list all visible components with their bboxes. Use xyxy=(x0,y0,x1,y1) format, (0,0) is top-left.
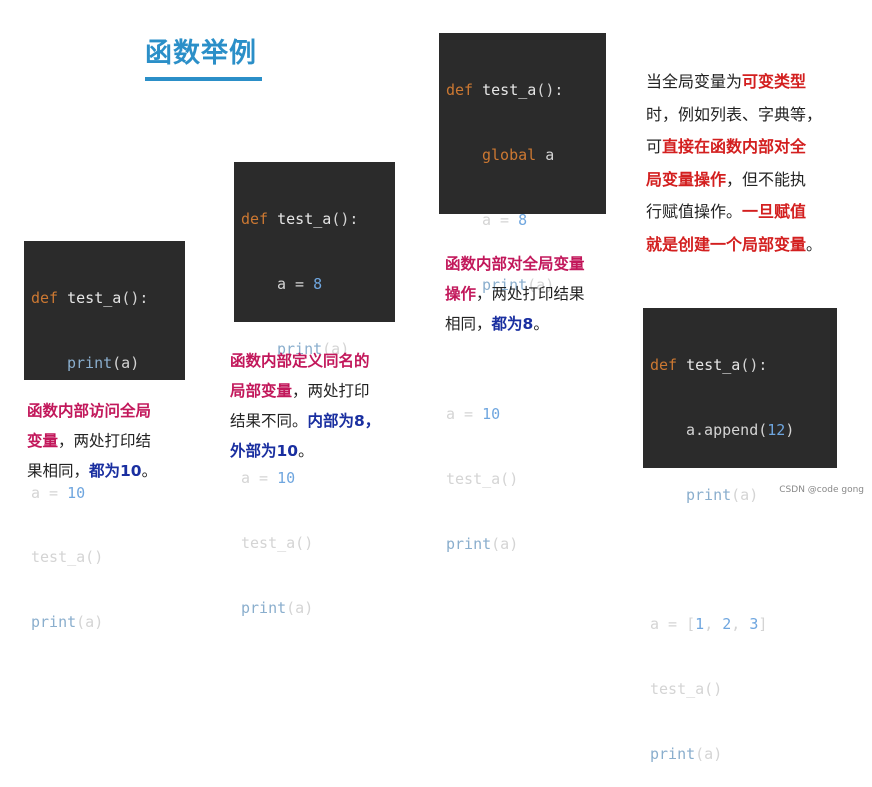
code-line: a = 10 xyxy=(446,405,501,424)
page-title: 函数举例 xyxy=(145,38,257,69)
code-line: test_a() xyxy=(650,680,723,699)
caption-2: 函数内部定义同名的 局部变量，两处打印 结果不同。内部为8， 外部为10。 xyxy=(230,352,381,460)
code-line xyxy=(650,550,830,572)
code-line: global a xyxy=(482,145,555,164)
code-line: print(a) xyxy=(31,613,104,632)
code-block-3: def test_a(): global a a = 8 print(a) a … xyxy=(439,33,606,553)
watermark: CSDN @code gong xyxy=(779,485,864,495)
code-block-2: def test_a(): a = 8 print(a) a = 10 test… xyxy=(234,162,395,617)
code-line: a = 8 xyxy=(277,274,323,293)
caption-3: 函数内部对全局变量 操作，两处打印结果 相同，都为8。 xyxy=(445,255,585,333)
code-line: test_a() xyxy=(446,469,519,488)
code-block-1: def test_a(): print(a) a = 10 test_a() p… xyxy=(24,241,185,631)
code-line: def test_a(): xyxy=(446,81,564,100)
code-line: def test_a(): xyxy=(650,356,768,375)
code-block-4: def test_a(): a.append(12) print(a) a = … xyxy=(643,308,837,763)
code-line: a.append(12) xyxy=(686,420,795,439)
code-line: print(a) xyxy=(67,353,140,372)
code-line: a = [1, 2, 3] xyxy=(650,615,768,634)
code-line: print(a) xyxy=(686,485,759,504)
code-line: print(a) xyxy=(482,275,555,294)
explanation-text: 当全局变量为可变类型 时，例如列表、字典等， 可直接在函数内部对全 局变量操作，… xyxy=(646,72,823,254)
code-line: print(a) xyxy=(241,598,314,617)
code-line: def test_a(): xyxy=(31,289,149,308)
code-line: a = 8 xyxy=(482,210,528,229)
code-line: print(a) xyxy=(446,534,519,553)
code-line xyxy=(446,339,599,361)
code-line: a = 10 xyxy=(241,469,296,488)
title-underline xyxy=(145,77,262,81)
code-line: print(a) xyxy=(277,339,350,358)
code-line: def test_a(): xyxy=(241,210,359,229)
code-line: test_a() xyxy=(241,534,314,553)
code-line: print(a) xyxy=(650,744,723,763)
code-line: a = 10 xyxy=(31,483,86,502)
caption-1: 函数内部访问全局 变量，两处打印结 果相同，都为10。 xyxy=(27,402,158,480)
code-line: test_a() xyxy=(31,548,104,567)
